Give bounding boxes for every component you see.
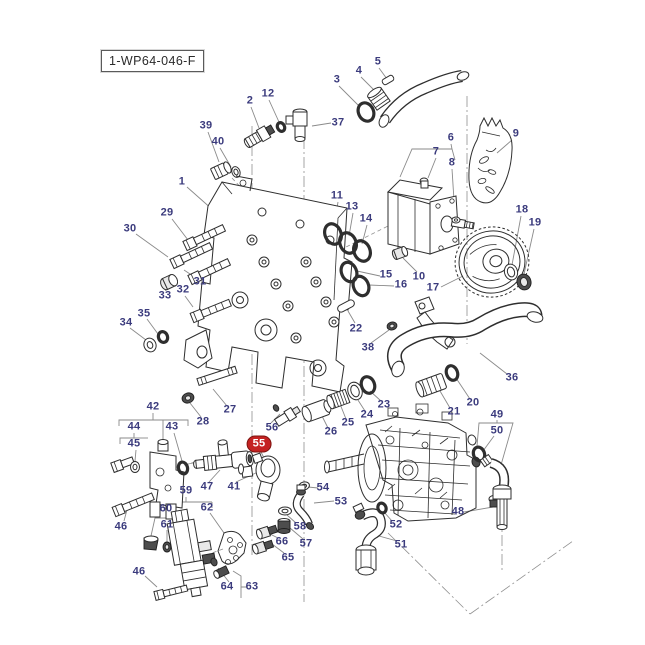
part-number-label-8[interactable]: 8	[448, 156, 456, 169]
part-number-label-14[interactable]: 14	[359, 212, 373, 225]
part-number-label-9[interactable]: 9	[512, 127, 520, 140]
small-fittings	[252, 481, 315, 555]
part-number-label-61[interactable]: 61	[160, 518, 174, 531]
diagram-code-text: 1-WP64-046-F	[109, 54, 196, 68]
part-number-label-5[interactable]: 5	[374, 55, 382, 68]
part-number-label-57[interactable]: 57	[299, 537, 313, 550]
part-number-label-12[interactable]: 12	[261, 87, 275, 100]
part-number-label-65[interactable]: 65	[281, 551, 295, 564]
part-number-label-26[interactable]: 26	[324, 425, 338, 438]
part-number-label-22[interactable]: 22	[349, 322, 363, 335]
part-number-label-49[interactable]: 49	[490, 408, 504, 421]
drive-gear	[454, 226, 532, 298]
tee-fitting	[193, 439, 281, 502]
part-number-label-59[interactable]: 59	[179, 484, 193, 497]
part-number-label-43[interactable]: 43	[165, 420, 179, 433]
part-number-label-44[interactable]: 44	[127, 420, 141, 433]
part-number-label-23[interactable]: 23	[377, 398, 391, 411]
part-number-label-3[interactable]: 3	[333, 73, 341, 86]
part-number-label-15[interactable]: 15	[379, 268, 393, 281]
part-number-label-32[interactable]: 32	[176, 283, 190, 296]
part-number-label-13[interactable]: 13	[345, 200, 359, 213]
part-number-label-53[interactable]: 53	[334, 495, 348, 508]
part-number-label-10[interactable]: 10	[412, 270, 426, 283]
part-number-label-30[interactable]: 30	[123, 222, 137, 235]
part-number-label-24[interactable]: 24	[360, 408, 374, 421]
stud-and-nut	[181, 365, 238, 404]
return-hose	[352, 501, 388, 576]
part-number-label-11[interactable]: 11	[330, 189, 344, 202]
valve-block	[110, 439, 190, 520]
part-number-label-31[interactable]: 31	[193, 275, 207, 288]
oring-set	[323, 222, 409, 313]
part-number-label-40[interactable]: 40	[211, 135, 225, 148]
part-number-label-48[interactable]: 48	[451, 505, 465, 518]
elbow-and-tube	[471, 445, 512, 530]
part-number-label-4[interactable]: 4	[355, 64, 363, 77]
part-number-label-56[interactable]: 56	[265, 421, 279, 434]
part-number-label-39[interactable]: 39	[199, 119, 213, 132]
part-number-label-37[interactable]: 37	[331, 116, 345, 129]
part-number-label-46[interactable]: 46	[114, 520, 128, 533]
part-number-label-62[interactable]: 62	[200, 501, 214, 514]
part-number-label-50[interactable]: 50	[490, 424, 504, 437]
part-number-label-45[interactable]: 45	[127, 437, 141, 450]
part-number-label-21[interactable]: 21	[447, 405, 461, 418]
part-number-label-60[interactable]: 60	[159, 502, 173, 515]
part-number-label-7[interactable]: 7	[432, 145, 440, 158]
part-number-label-20[interactable]: 20	[466, 396, 480, 409]
part-number-label-18[interactable]: 18	[515, 203, 529, 216]
solenoid-valve	[143, 508, 247, 601]
elbow-41	[238, 452, 281, 502]
part-number-label-27[interactable]: 27	[223, 403, 237, 416]
parts-bag	[468, 116, 513, 204]
part-number-label-41[interactable]: 41	[227, 480, 241, 493]
part-number-label-36[interactable]: 36	[505, 371, 519, 384]
bolt-46b	[153, 584, 189, 601]
part-number-label-46[interactable]: 46	[132, 565, 146, 578]
part-number-label-33[interactable]: 33	[158, 289, 172, 302]
part-number-label-1[interactable]: 1	[178, 175, 186, 188]
diagram-code: 1-WP64-046-F	[101, 50, 204, 72]
part-number-label-2[interactable]: 2	[246, 94, 254, 107]
part-number-label-16[interactable]: 16	[394, 278, 408, 291]
top-fittings	[210, 108, 308, 180]
part-number-label-35[interactable]: 35	[137, 307, 151, 320]
part-number-label-63[interactable]: 63	[245, 580, 259, 593]
part-number-label-66[interactable]: 66	[275, 535, 289, 548]
part-number-label-17[interactable]: 17	[426, 281, 440, 294]
coupling-set	[272, 375, 377, 427]
part-number-label-19[interactable]: 19	[528, 216, 542, 229]
hydraulic-pump	[386, 177, 475, 255]
part-number-label-42[interactable]: 42	[146, 400, 160, 413]
transmission	[324, 403, 481, 522]
elbow-37	[285, 108, 308, 142]
part-number-label-47[interactable]: 47	[200, 480, 214, 493]
part-number-label-28[interactable]: 28	[196, 415, 210, 428]
part-number-label-34[interactable]: 34	[119, 316, 133, 329]
part-number-label-29[interactable]: 29	[160, 206, 174, 219]
part-number-label-55[interactable]: 55	[246, 435, 272, 453]
tube-upper	[356, 70, 470, 128]
part-number-label-25[interactable]: 25	[341, 416, 355, 429]
sensor-56	[273, 405, 301, 427]
part-number-label-58[interactable]: 58	[293, 520, 307, 533]
part-number-label-64[interactable]: 64	[220, 580, 234, 593]
part-number-label-52[interactable]: 52	[389, 518, 403, 531]
valve-housing	[183, 175, 353, 393]
bolt-46a	[111, 492, 155, 518]
mounting-bolts	[143, 223, 232, 353]
part-number-label-51[interactable]: 51	[394, 538, 408, 551]
part-number-label-54[interactable]: 54	[316, 481, 330, 494]
part-number-label-38[interactable]: 38	[361, 341, 375, 354]
suction-pipe	[386, 296, 544, 398]
part-number-label-6[interactable]: 6	[447, 131, 455, 144]
